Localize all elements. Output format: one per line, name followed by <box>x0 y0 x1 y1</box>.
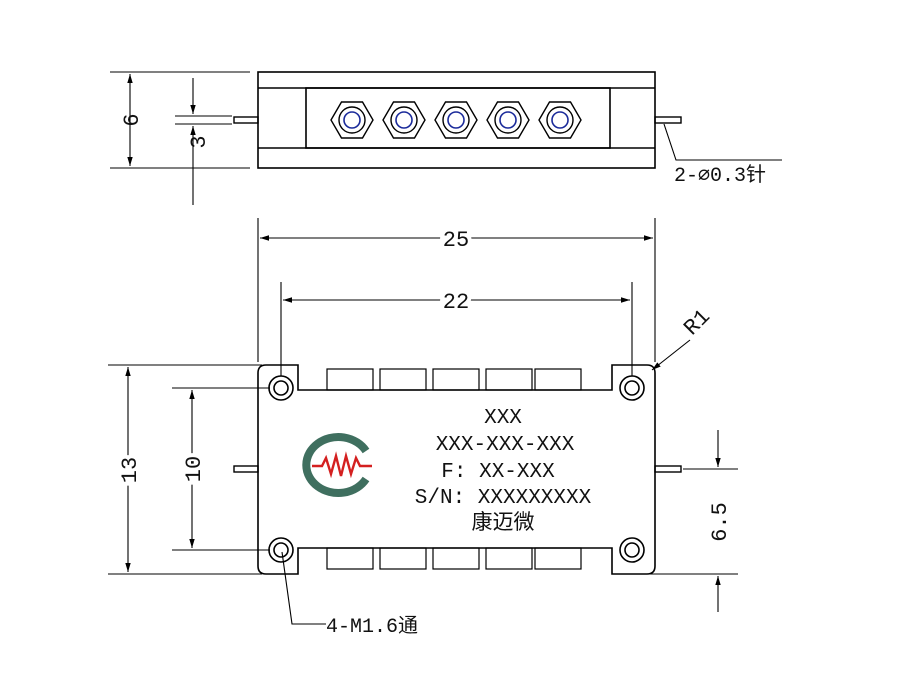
hole-vertical-dimension: 10 <box>182 456 207 482</box>
front-view <box>233 364 682 575</box>
left-pin <box>233 465 259 473</box>
company-name: 康迈微 <box>472 510 535 534</box>
top-right-pin <box>654 116 682 124</box>
pin-note-label: 2-∅0.3针 <box>674 163 766 188</box>
pin-height-dimension: 6.5 <box>708 502 733 542</box>
top-left-pin <box>233 116 259 124</box>
top-height-dimension: 6 <box>120 113 145 126</box>
sma-connector-icon <box>486 101 530 139</box>
right-pin <box>654 465 682 473</box>
corner-radius-label: R1 <box>679 305 715 341</box>
sma-connector-icon <box>382 101 426 139</box>
top-view <box>233 71 682 169</box>
hole-note-label: 4-M1.6通 <box>326 614 418 639</box>
front-view-outline <box>257 364 656 575</box>
mounting-hole-icon <box>619 375 645 401</box>
sma-connector-icon <box>538 101 582 139</box>
mounting-hole-icon <box>268 375 294 401</box>
top-view-body <box>257 71 656 169</box>
company-logo-icon <box>302 433 372 497</box>
nameplate-line-4: S/N: XXXXXXXXX <box>415 487 592 510</box>
top-pin-offset-dimension: 3 <box>187 135 212 148</box>
top-view-dimensions <box>110 71 782 205</box>
nameplate-line-1: XXX <box>484 407 522 430</box>
mounting-hole-icon <box>619 537 645 563</box>
mounting-hole-icon <box>268 537 294 563</box>
nameplate-line-3: F: XX-XXX <box>441 461 555 484</box>
sma-connector-icon <box>330 101 374 139</box>
height-dimension: 13 <box>118 457 143 483</box>
sma-connector-icon <box>434 101 478 139</box>
nameplate-line-2: XXX-XXX-XXX <box>436 434 575 457</box>
length-dimension: 25 <box>443 228 469 253</box>
hole-spacing-dimension: 22 <box>443 290 469 315</box>
front-view-dimensions <box>108 218 738 625</box>
